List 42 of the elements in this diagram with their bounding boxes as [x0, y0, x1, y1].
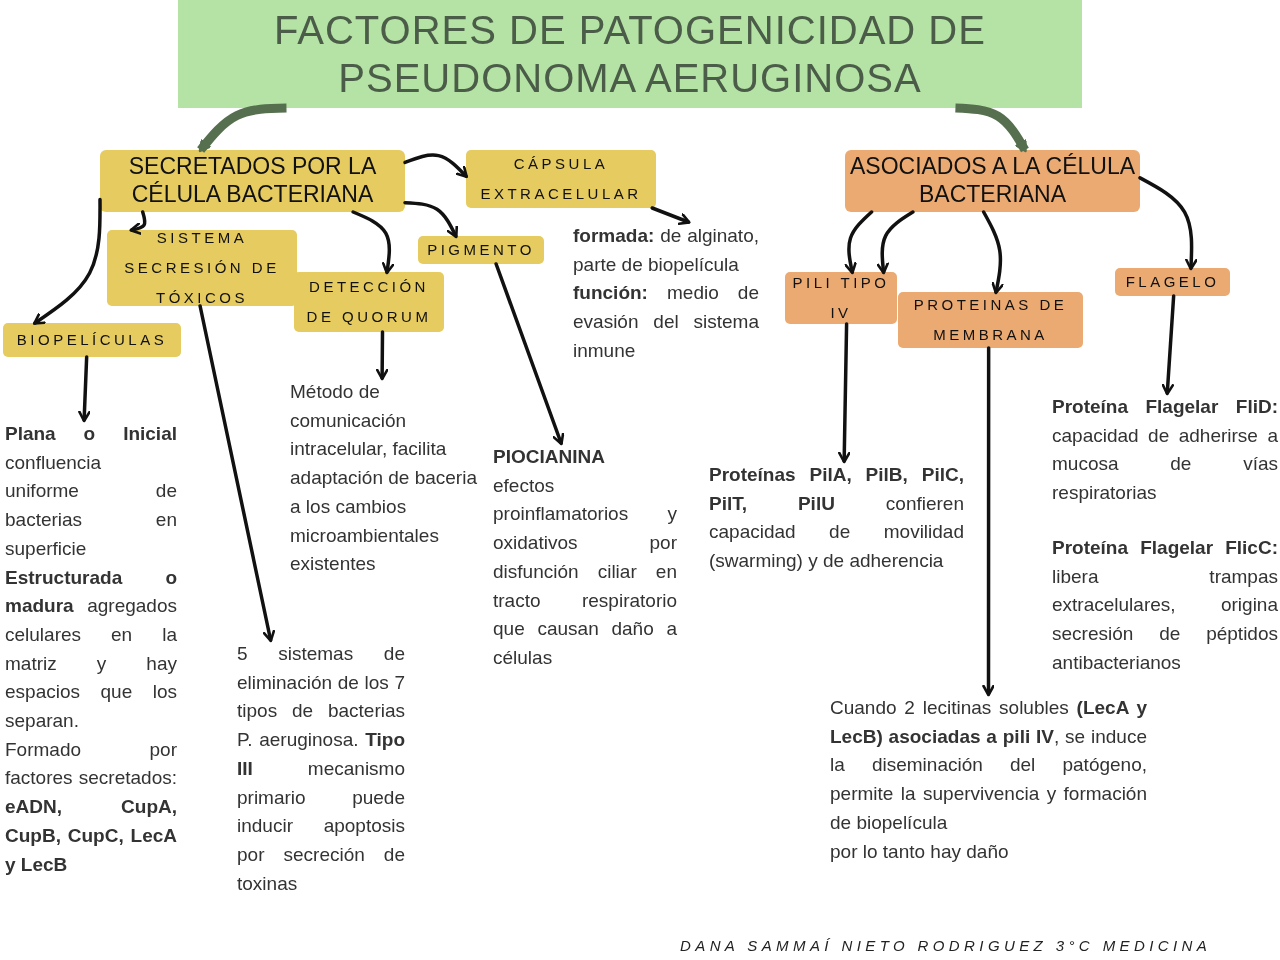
- arrow: [494, 262, 565, 446]
- author-credit: DANA SAMMAÍ NIETO RODRIGUEZ 3°C MEDICINA: [680, 937, 1212, 954]
- category-heading: ASOCIADOS A LA CÉLULA BACTERIANA: [845, 150, 1140, 212]
- description-text: efectos proinflamatorios y oxidativos por disfunción ciliar en tracto respiratorio que causan daño a células: [493, 473, 677, 670]
- arrow: [129, 210, 147, 235]
- topic-label: BIOPELÍCULAS: [3, 323, 181, 357]
- topic-label: PILI TIPO IV: [785, 272, 897, 324]
- arrow: [982, 346, 995, 697]
- arrow: [351, 210, 395, 275]
- topic-label: FLAGELO: [1115, 268, 1230, 296]
- arrow: [375, 330, 389, 381]
- heading-text: PIOCIANINA: [493, 445, 606, 469]
- category-heading: SECRETADOS POR LA CÉLULA BACTERIANA: [100, 150, 405, 212]
- arrow: [198, 304, 276, 643]
- description-text: Proteína Flagelar FlicC: libera trampas extracelulares, origina secresión de péptidos antibacterianos: [1052, 535, 1278, 675]
- arrow: [78, 355, 91, 423]
- arrow: [197, 103, 287, 153]
- arrow: [981, 210, 1004, 295]
- description-text: Plana o Inicial confluencia uniforme de bacterias en superficie: [5, 422, 177, 561]
- title-banner: FACTORES DE PATOGENICIDAD DE PSEUDONOMA AERUGINOSA: [178, 0, 1082, 108]
- topic-label: PIGMENTO: [418, 236, 544, 264]
- topic-label: SISTEMA SECRESIÓN DE TÓXICOS: [107, 230, 297, 306]
- arrow: [1138, 176, 1198, 271]
- description-text: función: medio de evasión del sistema inmune: [573, 281, 759, 363]
- description-text: 5 sistemas de eliminación de los 7 tipos de bacterias P. aeruginosa. Tipo III mecanismo primario puede inducir apoptosis por secreción de toxinas: [237, 640, 405, 920]
- topic-label: CÁPSULA EXTRACELULAR: [466, 150, 656, 208]
- description-text: Proteína Flagelar FliD: capacidad de adherirse a mucosa de vías respiratorias: [1052, 395, 1278, 506]
- description-text: Proteínas PilA, PilB, PilC, PilT, PilU confieren capacidad de movilidad (swarming) y de adherencia: [709, 461, 964, 611]
- description-text: por lo tanto hay daño: [830, 839, 1010, 864]
- description-text: Formado por factores secretados: eADN, CupA, CupB, CupC, LecA y LecB: [5, 737, 177, 877]
- topic-label: DETECCIÓN DE QUORUM: [294, 272, 444, 332]
- arrow: [32, 197, 102, 325]
- arrow: [403, 153, 468, 179]
- arrow: [838, 322, 851, 464]
- arrow: [403, 200, 459, 239]
- arrow: [844, 210, 874, 275]
- description-text: Método de comunicación intracelular, facilita adaptación de baceria a los cambios microambientales existentes: [290, 378, 478, 618]
- description-text: Estructurada o madura agregados celulares en la matriz y hay espacios que los separan.: [5, 565, 177, 734]
- arrow: [1161, 294, 1176, 396]
- arrow: [876, 210, 915, 275]
- arrow: [650, 206, 691, 226]
- topic-label: PROTEINAS DE MEMBRANA: [898, 292, 1083, 348]
